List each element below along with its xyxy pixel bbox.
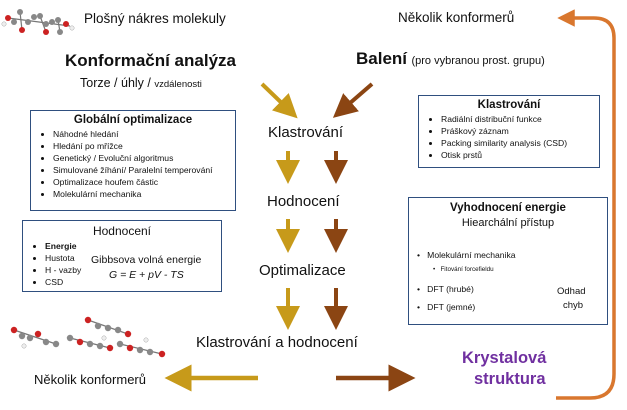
- energy-item-dft-coarse-text: DFT (hrubé): [427, 284, 474, 294]
- energy-item-forcefield-text: Fitování forcefieldu: [440, 266, 494, 273]
- sub-distances: vzdálenosti: [154, 79, 202, 90]
- list-item: Genetický / Evoluční algoritmus: [53, 152, 231, 164]
- list-item: Optimalizace houfem částic: [53, 176, 231, 188]
- energy-item-mm: • Molekulární mechanika: [417, 250, 516, 260]
- energy-item-dft-fine-text: DFT (jemné): [427, 302, 476, 312]
- list-item: Náhodné hledání: [53, 128, 231, 140]
- global-optimization-box: Globální optimalizace Náhodné hledání Hl…: [30, 110, 236, 211]
- energy-evaluation-box: Vyhodnocení energie Hiearchální přístup …: [408, 197, 608, 325]
- flow-step-optimization: Optimalizace: [259, 262, 346, 279]
- sub-angles: úhly /: [121, 76, 155, 90]
- packing-note: (pro vybranou prost. grupu): [411, 55, 545, 67]
- list-item: Radiální distribuční funkce: [441, 113, 595, 125]
- evaluation-title: Hodnocení: [92, 224, 152, 238]
- conformational-title: Konformační analýza: [65, 51, 236, 70]
- conformational-subtitle: Torze / úhly / vzdálenosti: [80, 76, 202, 90]
- molecules-bottom-icon: [10, 316, 166, 358]
- list-item: Simulované žíhání/ Paralelní temperování: [53, 164, 231, 176]
- bullet-icon: •: [417, 250, 428, 260]
- flow-step-clustering: Klastrování: [268, 124, 344, 141]
- packing-title: Balení: [356, 49, 408, 68]
- global-optimization-list: Náhodné hledání Hledání po mřížce Geneti…: [35, 128, 231, 201]
- error-estimate-label-2: chyb: [563, 300, 584, 311]
- sub-torsion: Torze /: [80, 76, 121, 90]
- bullet-icon: •: [417, 302, 428, 312]
- conformers-top-label: Několik konformerů: [398, 10, 515, 25]
- clustering-title: Klastrování: [477, 99, 541, 111]
- error-estimate-label-1: Odhad: [557, 286, 586, 297]
- gold-arrow-in: [260, 82, 298, 119]
- list-item: Molekulární mechanika: [53, 188, 231, 200]
- energy-item-forcefield: • Fitování forcefieldu: [433, 266, 494, 273]
- list-item: Energie: [45, 240, 95, 252]
- bullet-icon: •: [417, 284, 428, 294]
- global-optimization-title: Globální optimalizace: [73, 114, 193, 126]
- evaluation-list: Energie Hustota H - vazby CSD: [27, 240, 95, 288]
- flow-step-evaluation: Hodnocení: [267, 193, 340, 210]
- gibbs-formula: G = E + pV - TS: [109, 269, 184, 281]
- list-item: Hustota: [45, 252, 95, 264]
- crystal-structure-line1: Krystalová: [462, 349, 547, 367]
- conformers-bottom-label: Několik konformerů: [34, 372, 146, 387]
- brown-arrow-in: [332, 82, 374, 118]
- list-item: Práškový záznam: [441, 125, 595, 137]
- energy-item-dft-fine: • DFT (jemné): [417, 302, 475, 312]
- list-item: H - vazby: [45, 264, 95, 276]
- feedback-loop-arrow: [556, 9, 616, 400]
- crystal-structure-line2: struktura: [474, 370, 546, 388]
- clustering-box: Klastrování Radiální distribuční funkce …: [418, 95, 600, 168]
- evaluation-box: Hodnocení Energie Hustota H - vazby CSD …: [22, 220, 222, 292]
- flow-step-cluster-evaluate: Klastrování a hodnocení: [196, 334, 358, 351]
- list-item: CSD: [45, 276, 95, 288]
- clustering-list: Radiální distribuční funkce Práškový záz…: [423, 113, 595, 161]
- energy-subtitle: Hiearchální přístup: [461, 217, 555, 229]
- energy-item-mm-text: Molekulární mechanika: [427, 250, 516, 260]
- bullet-icon: •: [433, 266, 441, 273]
- molecule-label: Plošný nákres molekuly: [84, 11, 226, 26]
- list-item: Otisk prstů: [441, 149, 595, 161]
- gibbs-label: Gibbsova volná energie: [91, 254, 202, 266]
- packing-heading: Balení (pro vybranou prost. grupu): [356, 49, 545, 69]
- list-item: Hledání po mřížce: [53, 140, 231, 152]
- list-item: Packing similarity analysis (CSD): [441, 137, 595, 149]
- energy-item-dft-coarse: • DFT (hrubé): [417, 284, 474, 294]
- energy-title: Vyhodnocení energie: [450, 202, 566, 214]
- molecule-top-icon: [1, 9, 75, 35]
